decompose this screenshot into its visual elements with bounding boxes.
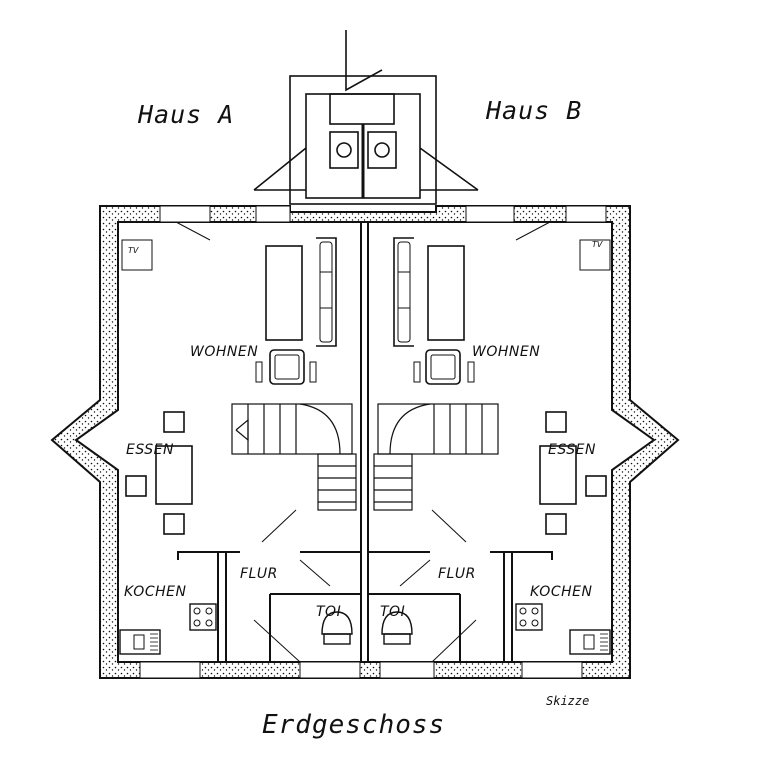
room-label-wohnen-a: WOHNEN bbox=[190, 344, 259, 360]
house-b-title: Haus B bbox=[486, 96, 583, 125]
floor-title: Erdgeschoss bbox=[262, 710, 446, 740]
room-label-toi-a: TOI bbox=[316, 604, 342, 620]
room-label-wohnen-b: WOHNEN bbox=[472, 344, 541, 360]
stairs-a bbox=[231, 403, 357, 511]
sketch-note: Skizze bbox=[546, 694, 590, 708]
entrance-annex bbox=[253, 30, 479, 205]
tv-label-a: TV bbox=[128, 246, 139, 255]
party-wall bbox=[360, 222, 369, 662]
furniture-a bbox=[119, 237, 353, 655]
furniture-b bbox=[381, 237, 611, 655]
room-label-essen-b: ESSEN bbox=[548, 442, 596, 458]
interior-walls bbox=[177, 551, 553, 662]
room-label-essen-a: ESSEN bbox=[126, 442, 174, 458]
room-label-flur-b: FLUR bbox=[438, 566, 476, 582]
house-a-title: Haus A bbox=[138, 100, 235, 129]
room-label-kochen-b: KOCHEN bbox=[530, 584, 593, 600]
room-label-kochen-a: KOCHEN bbox=[124, 584, 187, 600]
tv-label-b: TV bbox=[592, 240, 603, 249]
stairs-b bbox=[373, 403, 499, 511]
room-label-flur-a: FLUR bbox=[240, 566, 278, 582]
doors bbox=[175, 221, 551, 663]
room-label-toi-b: TOI bbox=[380, 604, 406, 620]
